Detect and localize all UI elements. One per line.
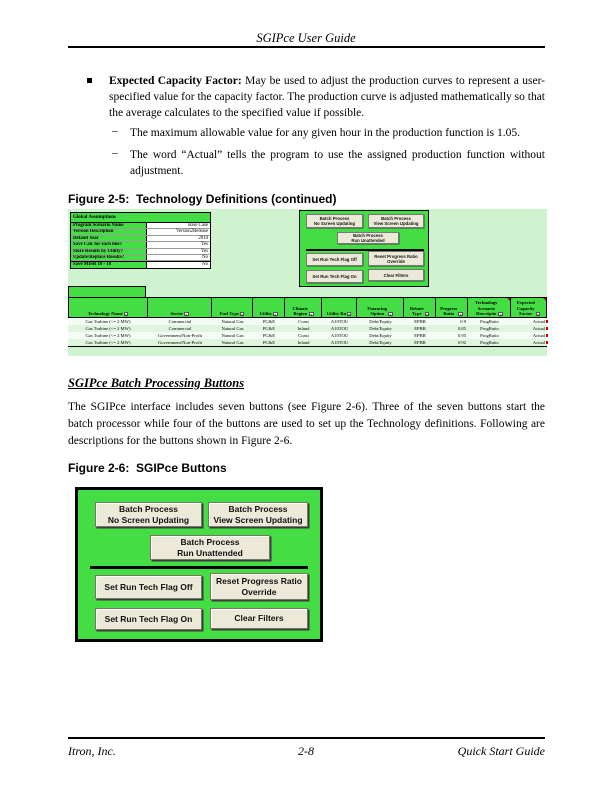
bullet-term: Expected Capacity Factor: <box>109 75 242 87</box>
filter-dropdown-icon[interactable]: ▾ <box>346 311 352 317</box>
set-run-tech-flag-off-button[interactable]: Set Run Tech Flag Off <box>95 575 202 599</box>
global-assumptions-title: Global Assumptions <box>71 213 210 223</box>
assumption-label: Default Year <box>71 235 147 242</box>
global-assumptions-table: Global Assumptions Program Scenario Name… <box>70 212 211 269</box>
filter-dropdown-icon[interactable]: ▾ <box>458 311 463 317</box>
column-header: Technology Scenario Descriptio▾ <box>468 297 511 318</box>
column-header: Climate Region▾ <box>285 297 322 318</box>
assumption-value[interactable]: No <box>147 254 210 261</box>
assumption-label: Save Calc for each line? <box>71 242 147 248</box>
column-header: Expected Capacity Factor▾ <box>511 297 547 318</box>
set-run-tech-flag-on-button[interactable]: Set Run Tech Flag On <box>95 608 202 630</box>
filter-dropdown-icon[interactable]: ▾ <box>309 311 314 317</box>
filter-dropdown-icon[interactable]: ▾ <box>535 311 541 317</box>
clear-filters-button[interactable]: Clear Filters <box>368 269 424 281</box>
document-header-title: SGIPce User Guide <box>256 31 356 45</box>
column-header: Financing Option▾ <box>357 297 404 318</box>
global-assumptions-rows: Program Scenario Name Base Case Version … <box>71 223 210 268</box>
column-header: Technology Name▾ <box>68 297 148 318</box>
filter-dropdown-icon[interactable]: ▾ <box>184 311 189 317</box>
filter-dropdown-icon[interactable]: ▾ <box>424 311 430 317</box>
dash-icon: – <box>112 125 118 137</box>
sheet-tab-block <box>68 286 146 298</box>
column-header: Utility▾ <box>253 297 285 318</box>
sub-bullet-2: The word “Actual” tells the program to u… <box>130 149 545 177</box>
footer-company: Itron, Inc. <box>68 744 116 758</box>
filter-dropdown-icon[interactable]: ▾ <box>498 311 503 317</box>
assumption-value[interactable]: 2010 <box>147 235 210 242</box>
footer-rule <box>68 737 545 739</box>
assumption-value[interactable]: No <box>147 262 210 268</box>
table-row: Default Year 2010 <box>71 235 210 243</box>
section-paragraph: The SGIPce interface includes seven butt… <box>68 401 545 447</box>
column-header: Utility Ra▾ <box>322 297 357 318</box>
set-run-tech-flag-on-button[interactable]: Set Run Tech Flag On <box>306 270 363 283</box>
table-row: Version Description Version2Release <box>71 229 210 236</box>
section-heading: SGIPce Batch Processing Buttons <box>68 376 245 390</box>
assumption-label: Version Description <box>71 229 147 235</box>
panel-divider <box>306 249 424 251</box>
page-number: 2-8 <box>298 744 314 758</box>
sub-bullet-1: The maximum allowable value for any give… <box>130 127 520 139</box>
table-row: Update/Replace Results? No <box>71 254 210 262</box>
filter-dropdown-icon[interactable]: ▾ <box>273 311 278 317</box>
table-row: Program Scenario Name Base Case <box>71 223 210 230</box>
table-row[interactable]: Gas Turbine (<= 2 MW)Government/Non-Prof… <box>68 339 548 346</box>
bullet-icon <box>87 78 92 83</box>
figure-2-6-caption: Figure 2-6: SGIPce Buttons <box>68 461 227 475</box>
table-row[interactable]: Gas Turbine (<= 2 MW)Government/Non-Prof… <box>68 332 548 339</box>
assumption-label: Update/Replace Results? <box>71 254 147 261</box>
table-row: Store Results by Utility? Yes <box>71 248 210 255</box>
footer-guide-name: Quick Start Guide <box>457 744 545 758</box>
assumption-value[interactable]: Version2Release <box>147 229 210 235</box>
set-run-tech-flag-off-button[interactable]: Set Run Tech Flag Off <box>306 253 363 266</box>
assumption-label: Save MISR 10 - 18 <box>71 262 147 268</box>
assumption-value[interactable]: Yes <box>147 242 210 248</box>
panel-divider <box>90 566 308 569</box>
bullet-text: May be used to adjust the production cur… <box>109 75 545 119</box>
assumption-value[interactable]: Base Case <box>147 223 210 229</box>
assumption-label: Program Scenario Name <box>71 223 147 229</box>
filter-dropdown-icon[interactable]: ▾ <box>239 311 245 317</box>
figure-2-5-screenshot: Global Assumptions Program Scenario Name… <box>68 209 548 356</box>
figure-2-5-caption: Figure 2-5: Technology Definitions (cont… <box>68 192 337 206</box>
column-header: Sector▾ <box>148 297 212 318</box>
clear-filters-button[interactable]: Clear Filters <box>210 608 308 629</box>
column-header: Fuel Type▾ <box>212 297 253 318</box>
column-header: Rebate Type▾ <box>404 297 436 318</box>
filter-dropdown-icon[interactable]: ▾ <box>388 311 393 317</box>
table-row: Save Calc for each line? Yes <box>71 242 210 249</box>
column-header: Progress Ratio▾ <box>436 297 468 318</box>
bullet-paragraph: Expected Capacity Factor: May be used to… <box>109 73 545 121</box>
filter-dropdown-icon[interactable]: ▾ <box>123 311 129 317</box>
assumption-label: Store Results by Utility? <box>71 248 147 254</box>
header-rule <box>68 46 545 48</box>
assumption-value[interactable]: Yes <box>147 248 210 254</box>
technology-table-header: Technology Name▾ Sector▾ Fuel Type▾ Util… <box>68 297 547 318</box>
dash-icon: – <box>112 147 118 159</box>
table-row: Save MISR 10 - 18 No <box>71 261 210 268</box>
